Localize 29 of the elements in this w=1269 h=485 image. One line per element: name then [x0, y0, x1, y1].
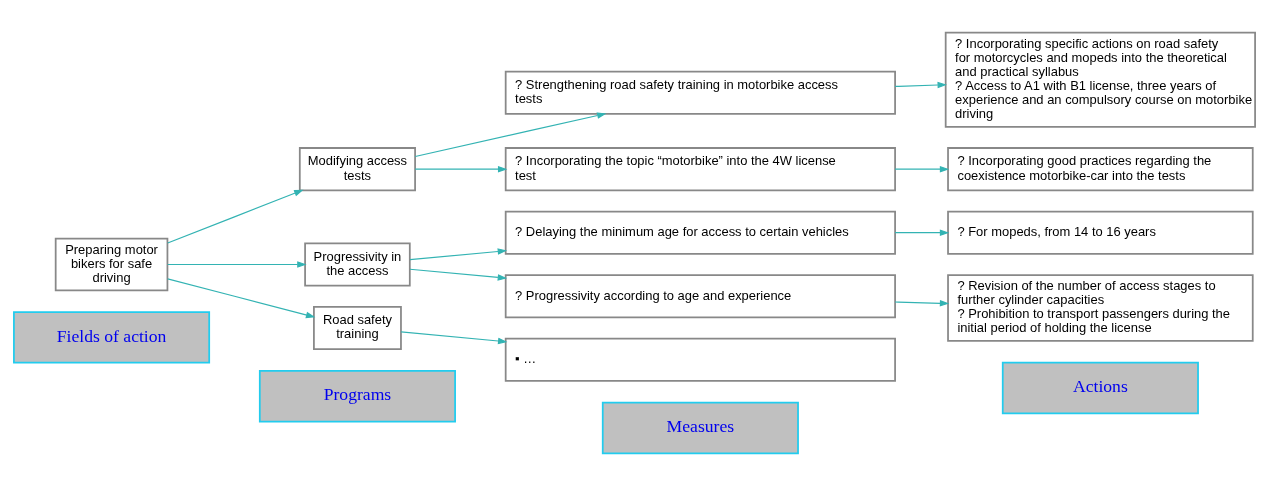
node-box: ? Incorporating the topic “motorbike” into the 4W license test — [504, 146, 896, 191]
arrow — [894, 299, 950, 307]
node-box: Road safety training — [313, 305, 402, 350]
node-box: Preparing motor bikers for safe driving — [54, 237, 169, 291]
arrow — [409, 247, 508, 260]
arrow — [400, 330, 508, 344]
arrow — [409, 268, 508, 281]
arrow — [167, 277, 316, 318]
node-box: Fields of action — [13, 310, 211, 364]
node-box: Actions — [1001, 361, 1199, 414]
node-box: Modifying access tests — [298, 146, 416, 191]
node-box: ? Delaying the minimum age for access to certain vehicles — [504, 210, 896, 255]
node-box: ? Incorporating good practices regarding the coexistence motorbike-car into the tests — [947, 146, 1254, 191]
arrow — [894, 165, 950, 172]
node-box: ? Strengthening road safety training in motorbike access tests — [504, 70, 896, 115]
node-box: ? Incorporating specific actions on road safety for motorcycles and mopeds into the theoretical and practical syllabus ? Access to A1 with B1 license, three years of experience and an compulsory course on motorbike driving — [944, 31, 1256, 128]
node-box: Programs — [258, 369, 456, 422]
arrow — [414, 111, 607, 157]
node-box: ▪ … — [504, 337, 896, 382]
node-box: Measures — [601, 401, 799, 454]
arrow — [167, 189, 304, 244]
arrow — [414, 165, 508, 172]
node-box: Progressivity in the access — [304, 241, 411, 287]
arrow — [167, 260, 307, 268]
node-box: ? Revision of the number of access stages to further cylinder capacities ? Prohibition to transport passengers during the initial period of holding the license — [947, 273, 1254, 342]
arrow — [894, 228, 950, 236]
node-box: ? For mopeds, from 14 to 16 years — [947, 210, 1254, 255]
node-box: ? Progressivity according to age and experience — [504, 273, 896, 318]
arrow — [894, 81, 947, 88]
